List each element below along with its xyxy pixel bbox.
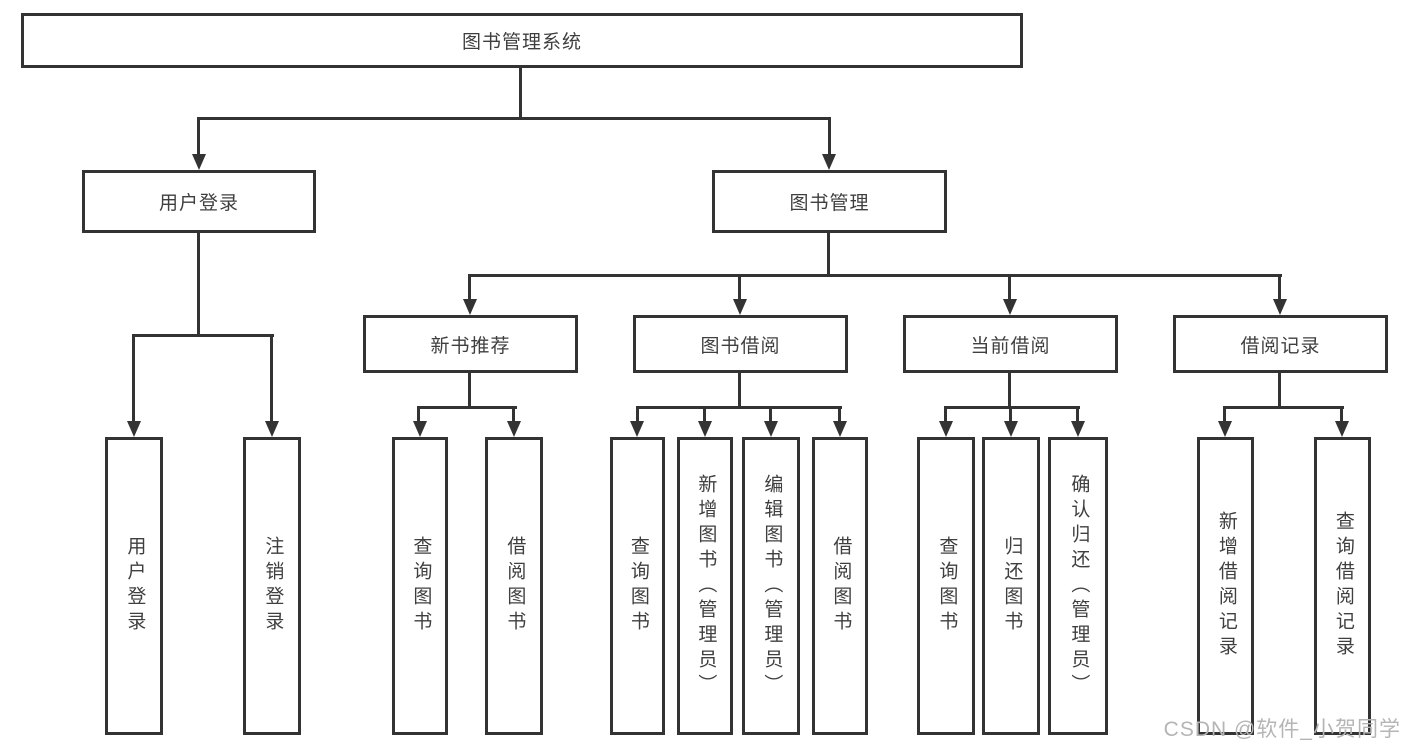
arrowhead-icon <box>1273 299 1287 315</box>
connector-line <box>417 406 517 409</box>
connector-line <box>944 406 1080 409</box>
connector-line <box>512 408 515 422</box>
connector-line <box>519 68 522 120</box>
connector-line <box>1278 371 1281 408</box>
leaf-query-books-current: 查询图书 <box>917 437 975 735</box>
arrowhead-icon <box>764 421 778 437</box>
leaf-borrow-books: 借阅图书 <box>812 437 868 735</box>
leaf-label: 借阅图书 <box>830 536 852 636</box>
leaf-label: 注销登录 <box>262 536 284 636</box>
node-new-book-recommend: 新书推荐 <box>363 315 578 373</box>
connector-line <box>197 117 831 120</box>
arrowhead-icon <box>463 299 477 315</box>
leaf-borrow-books-recommend: 借阅图书 <box>485 437 543 735</box>
node-label: 图书借阅 <box>700 335 781 357</box>
connector-line <box>1223 406 1344 409</box>
connector-line <box>468 276 471 301</box>
connector-line <box>468 371 471 408</box>
leaf-label: 查询图书 <box>410 536 432 636</box>
node-label: 借阅记录 <box>1240 335 1321 357</box>
node-label: 当前借阅 <box>970 335 1051 357</box>
connector-line <box>703 408 706 422</box>
arrowhead-icon <box>1004 421 1018 437</box>
leaf-confirm-return-admin: 确认归还（管理员） <box>1048 437 1108 735</box>
leaf-label: 新增图书（管理员） <box>695 473 717 699</box>
watermark: CSDN @软件_小贺同学 <box>1163 718 1401 741</box>
leaf-query-borrow-record: 查询借阅记录 <box>1314 437 1371 735</box>
connector-line <box>1008 276 1011 301</box>
arrowhead-icon <box>1071 421 1085 437</box>
connector-line <box>738 276 741 301</box>
connector-line <box>270 336 273 422</box>
connector-line <box>197 118 200 156</box>
arrowhead-icon <box>733 299 747 315</box>
connector-line <box>1076 408 1079 422</box>
connector-line <box>132 336 135 422</box>
leaf-return-books: 归还图书 <box>982 437 1040 735</box>
leaf-query-books-recommend: 查询图书 <box>392 437 448 735</box>
arrowhead-icon <box>1218 421 1232 437</box>
leaf-user-login: 用户登录 <box>105 437 163 735</box>
leaf-add-borrow-record: 新增借阅记录 <box>1197 437 1254 735</box>
connector-line <box>197 232 200 336</box>
arrowhead-icon <box>507 421 521 437</box>
node-user-login: 用户登录 <box>82 170 316 233</box>
connector-line <box>738 371 741 408</box>
leaf-label: 查询图书 <box>936 536 958 636</box>
node-label: 用户登录 <box>158 193 239 214</box>
arrowhead-icon <box>1003 299 1017 315</box>
arrowhead-icon <box>265 421 279 437</box>
arrowhead-icon <box>822 154 836 170</box>
node-label: 图书管理 <box>789 193 870 214</box>
connector-line <box>1008 371 1011 408</box>
arrowhead-icon <box>192 154 206 170</box>
connector-line <box>1278 276 1281 301</box>
arrowhead-icon <box>413 421 427 437</box>
leaf-label: 新增借阅记录 <box>1215 511 1237 661</box>
leaf-label: 归还图书 <box>1001 536 1023 636</box>
node-current-borrow: 当前借阅 <box>903 315 1118 373</box>
arrowhead-icon <box>833 421 847 437</box>
leaf-label: 查询图书 <box>627 536 649 636</box>
leaf-edit-books-admin: 编辑图书（管理员） <box>742 437 800 735</box>
connector-line <box>417 408 420 422</box>
leaf-add-books-admin: 新增图书（管理员） <box>677 437 733 735</box>
arrowhead-icon <box>939 421 953 437</box>
connector-line <box>1223 408 1226 422</box>
arrowhead-icon <box>127 421 141 437</box>
arrowhead-icon <box>698 421 712 437</box>
leaf-label: 编辑图书（管理员） <box>761 473 783 699</box>
leaf-label: 查询借阅记录 <box>1332 511 1354 661</box>
connector-line <box>1340 408 1343 422</box>
connector-line <box>636 408 639 422</box>
connector-line <box>828 118 831 156</box>
connector-line <box>944 408 947 422</box>
leaf-query-books-borrow: 查询图书 <box>610 437 665 735</box>
node-label: 图书管理系统 <box>461 32 582 53</box>
connector-line <box>132 334 274 337</box>
connector-line <box>636 406 842 409</box>
leaf-label: 用户登录 <box>124 536 146 636</box>
connector-line <box>838 408 841 422</box>
arrowhead-icon <box>1335 421 1349 437</box>
node-book-borrow: 图书借阅 <box>633 315 848 373</box>
connector-line <box>827 232 830 277</box>
connector-line <box>769 408 772 422</box>
leaf-label: 借阅图书 <box>504 536 526 636</box>
node-book-management: 图书管理 <box>712 170 947 233</box>
node-label: 新书推荐 <box>430 335 511 357</box>
connector-line <box>1009 408 1012 422</box>
leaf-logout: 注销登录 <box>243 437 301 735</box>
connector-line <box>468 274 1282 277</box>
arrowhead-icon <box>630 421 644 437</box>
node-borrow-records: 借阅记录 <box>1173 315 1388 373</box>
node-root-system: 图书管理系统 <box>21 13 1023 68</box>
leaf-label: 确认归还（管理员） <box>1068 473 1090 699</box>
